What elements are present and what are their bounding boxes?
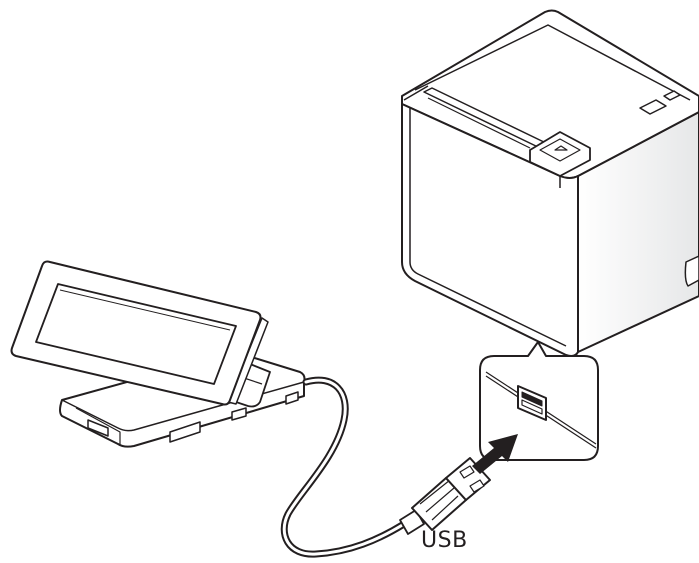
insert-direction-arrow	[472, 434, 518, 474]
customer-display	[10, 260, 306, 448]
usb-label: USB	[421, 528, 468, 553]
usb-port-callout	[479, 341, 599, 461]
usb-cable	[280, 376, 408, 558]
printer	[401, 9, 699, 357]
usb-port-icon	[517, 385, 547, 421]
